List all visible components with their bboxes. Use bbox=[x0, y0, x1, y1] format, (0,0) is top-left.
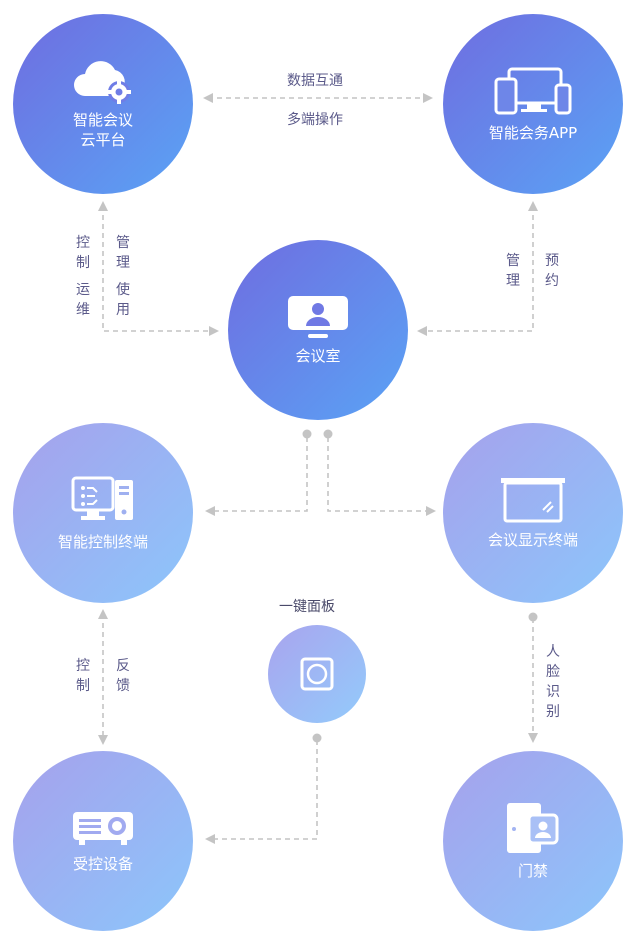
node-label: 会议室 bbox=[295, 347, 341, 365]
node-control-terminal: 智能控制终端 bbox=[13, 423, 193, 603]
edge-room-display bbox=[327, 437, 436, 516]
node-access-control: 门禁 bbox=[443, 751, 623, 931]
node-label: 智能控制终端 bbox=[57, 533, 148, 551]
edge-label-data-sync: 数据互通 bbox=[287, 73, 343, 89]
edge-label-use: 使用 bbox=[116, 282, 130, 318]
edge-dot bbox=[528, 612, 538, 622]
node-display-terminal: 会议显示终端 bbox=[443, 423, 623, 603]
projector-icon bbox=[73, 812, 133, 845]
edge-label-feedback: 反馈 bbox=[116, 658, 130, 694]
panel-button-icon bbox=[300, 657, 334, 691]
edge-cloud-room bbox=[98, 201, 219, 336]
node-label: 智能会议 云平台 bbox=[72, 111, 133, 149]
computer-terminal-icon bbox=[71, 476, 133, 520]
face-access-icon bbox=[507, 803, 559, 853]
edge-label-booking: 预约 bbox=[545, 253, 559, 289]
node-meeting-room: 会议室 bbox=[228, 240, 408, 420]
node-label: 受控设备 bbox=[72, 855, 133, 873]
edge-label-manage: 管理 bbox=[116, 235, 130, 271]
edge-label-control: 控制 bbox=[76, 235, 90, 271]
edge-panel-devices bbox=[205, 740, 318, 844]
edge-room-control bbox=[205, 437, 308, 516]
edge-dot bbox=[302, 429, 312, 439]
node-controlled-devices: 受控设备 bbox=[13, 751, 193, 931]
edge-label-multi-terminal: 多端操作 bbox=[287, 112, 343, 128]
node-cloud-platform: 智能会议 云平台 bbox=[13, 14, 193, 194]
node-label: 会议显示终端 bbox=[487, 531, 578, 549]
edge-label-control: 控制 bbox=[76, 658, 90, 694]
edge-dot bbox=[323, 429, 333, 439]
node-label: 智能会务APP bbox=[488, 124, 578, 142]
edge-label-maintenance: 运维 bbox=[76, 282, 90, 318]
multi-device-icon bbox=[494, 67, 572, 115]
edge-app-room bbox=[417, 201, 538, 336]
edge-label-manage: 管理 bbox=[506, 253, 520, 289]
edge-label-face-recognition: 人脸识别 bbox=[546, 644, 560, 720]
cloud-gear-icon bbox=[74, 61, 131, 104]
node-one-key-panel[interactable] bbox=[268, 625, 366, 723]
display-screen-icon bbox=[501, 478, 565, 523]
edge-dot bbox=[312, 733, 322, 743]
node-label: 门禁 bbox=[517, 862, 548, 880]
panel-title: 一键面板 bbox=[279, 599, 335, 615]
node-meeting-app: 智能会务APP bbox=[443, 14, 623, 194]
presentation-screen-icon bbox=[288, 296, 348, 338]
